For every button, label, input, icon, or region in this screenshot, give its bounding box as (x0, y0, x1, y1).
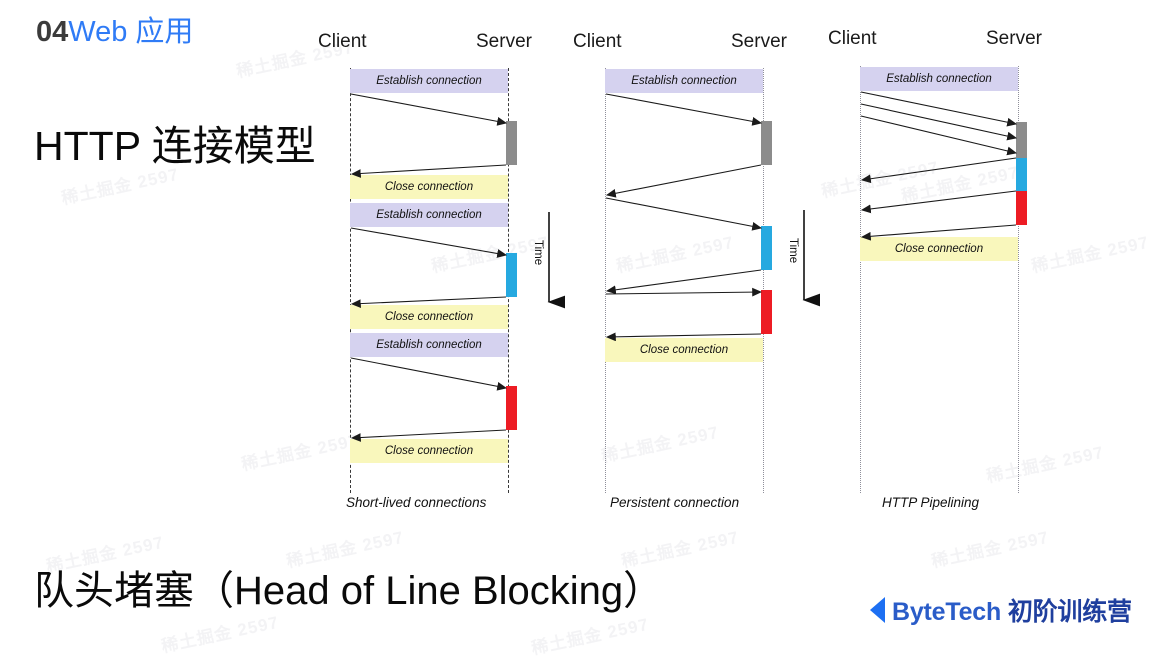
diagram2-activation-bar-gray (761, 121, 772, 165)
watermark: 稀土掘金 2597 (529, 614, 651, 659)
diagram1-time-label: Time (532, 240, 544, 266)
diagram2-activation-bar-blue (761, 226, 772, 270)
diagram2-message-arrows (605, 93, 763, 342)
diagram3-band-close-1: Close connection (860, 237, 1018, 261)
diagram3-client-label: Client (828, 28, 877, 49)
kicker-number: 04 (36, 16, 69, 48)
diagram2-caption: Persistent connection (610, 495, 740, 510)
diagram1-caption: Short-lived connections (346, 495, 487, 510)
kicker-text: Web 应用 (68, 16, 194, 48)
diagram1-server-label: Server (476, 31, 532, 52)
diagram3-activation-bar-blue (1016, 158, 1027, 191)
diagram2-client-lifeline (605, 68, 606, 493)
watermark: 稀土掘金 2597 (929, 527, 1051, 572)
diagram2-server-lifeline (763, 68, 764, 493)
diagram3-server-lifeline (1018, 66, 1019, 493)
diagram1-band-close-2: Close connection (350, 305, 508, 329)
diagram1-activation-bar-gray (506, 121, 517, 165)
diagram2-time-axis: Time (785, 208, 825, 318)
diagram2-band-close-1: Close connection (605, 338, 763, 362)
diagram-pipelining: Client Server Establish connection Close… (820, 28, 1070, 518)
bytetech-logo: ByteTech 初阶训练营 (870, 592, 1132, 628)
diagram3-message-arrows (860, 91, 1018, 241)
diagram1-band-establish-1: Establish connection (350, 69, 508, 93)
slide-canvas: 稀土掘金 2597 稀土掘金 2597 稀土掘金 2597 稀土掘金 2597 … (34, 8, 1151, 658)
logo-text: ByteTech 初阶训练营 (892, 592, 1132, 628)
diagram1-band-establish-2: Establish connection (350, 203, 508, 227)
page-title: HTTP 连接模型 (34, 123, 316, 169)
logo-text-cn: 初阶训练营 (1007, 598, 1132, 626)
diagram1-band-establish-3: Establish connection (350, 333, 508, 357)
diagram1-activation-bar-red (506, 386, 517, 430)
diagram3-caption: HTTP Pipelining (882, 495, 980, 510)
diagram1-message-arrows (350, 93, 508, 442)
diagram-short-lived: Client Server Establish connection Close… (310, 28, 565, 518)
chevron-left-icon (870, 597, 885, 623)
diagram1-activation-bar-blue (506, 253, 517, 297)
diagram2-client-label: Client (573, 31, 622, 52)
diagram2-band-establish-1: Establish connection (605, 69, 763, 93)
diagram3-client-lifeline (860, 66, 861, 493)
logo-text-en: ByteTech (892, 598, 1002, 626)
diagram2-server-label: Server (731, 31, 787, 52)
diagram2-time-label: Time (787, 238, 799, 264)
diagram1-band-close-3: Close connection (350, 439, 508, 463)
diagram3-server-label: Server (986, 28, 1042, 49)
section-subtitle: 队头堵塞（Head of Line Blocking） (34, 569, 664, 613)
diagram2-activation-bar-red (761, 290, 772, 334)
slide-kicker: 04Web 应用 (36, 8, 193, 50)
diagram3-activation-bar-gray (1016, 122, 1027, 158)
diagram-persistent: Client Server Establish connection Close… (565, 28, 820, 518)
diagram1-client-label: Client (318, 31, 367, 52)
diagram1-time-axis: Time (530, 210, 570, 320)
diagram3-band-establish-1: Establish connection (860, 67, 1018, 91)
diagram1-band-close-1: Close connection (350, 175, 508, 199)
diagram1-client-lifeline (350, 68, 351, 493)
diagram3-activation-bar-red (1016, 191, 1027, 225)
